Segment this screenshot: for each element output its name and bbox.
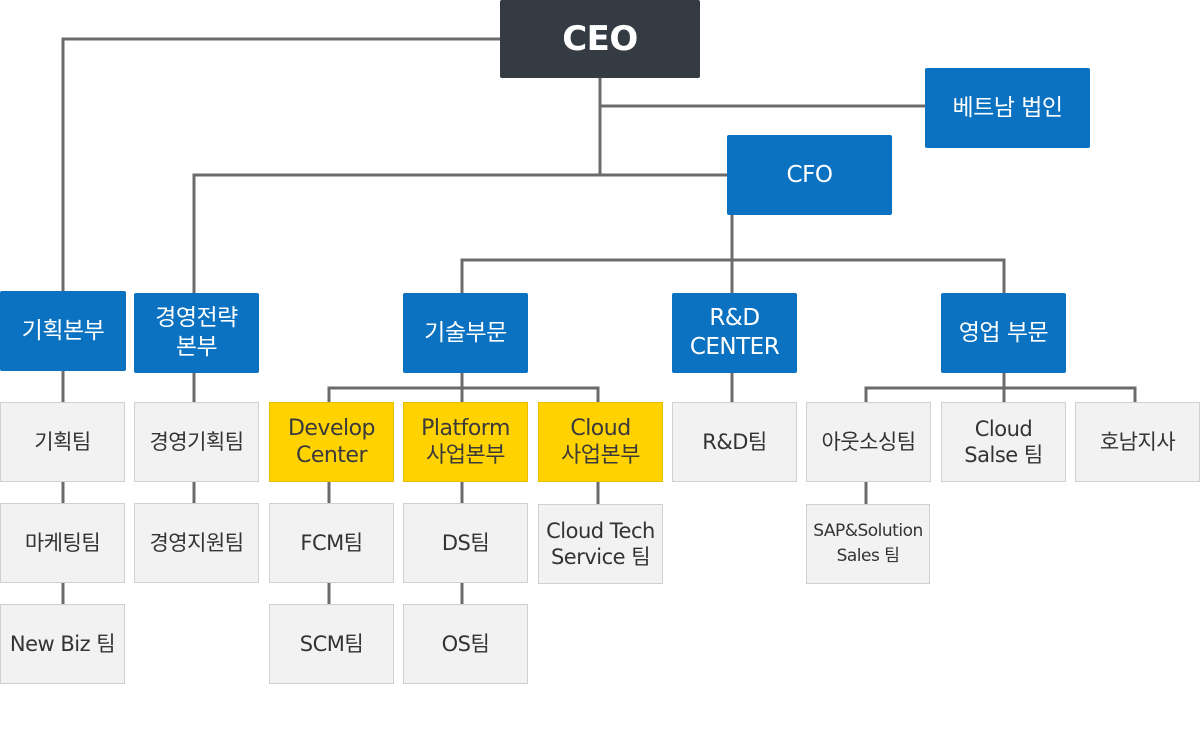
unit-node: Develop Center bbox=[269, 402, 394, 482]
team-node: SCM팀 bbox=[269, 604, 394, 684]
team-node: New Biz 팀 bbox=[0, 604, 125, 684]
team-node: 경영기획팀 bbox=[134, 402, 259, 482]
strategy-division-node: 경영전략 본부 bbox=[134, 293, 259, 373]
team-node: 호남지사 bbox=[1075, 402, 1200, 482]
planning-division-node: 기획본부 bbox=[0, 291, 126, 371]
team-node: OS팀 bbox=[403, 604, 528, 684]
cfo-node: CFO bbox=[727, 135, 892, 215]
sales-division-node: 영업 부문 bbox=[941, 293, 1066, 373]
team-node: 아웃소싱팀 bbox=[806, 402, 931, 482]
team-node: SAP&Solution Sales 팀 bbox=[806, 504, 930, 584]
tech-division-node: 기술부문 bbox=[403, 293, 528, 373]
team-node: Cloud Salse 팀 bbox=[941, 402, 1066, 482]
team-node: Cloud Tech Service 팀 bbox=[538, 504, 663, 584]
team-node: DS팀 bbox=[403, 503, 528, 583]
team-node: 기획팀 bbox=[0, 402, 125, 482]
team-node: R&D팀 bbox=[672, 402, 797, 482]
ceo-node: CEO bbox=[500, 0, 700, 78]
unit-node: Cloud 사업본부 bbox=[538, 402, 663, 482]
vietnam-corp-node: 베트남 법인 bbox=[925, 68, 1090, 148]
team-node: 경영지원팀 bbox=[134, 503, 259, 583]
team-node: 마케팅팀 bbox=[0, 503, 125, 583]
rnd-center-node: R&D CENTER bbox=[672, 293, 797, 373]
team-node: FCM팀 bbox=[269, 503, 394, 583]
unit-node: Platform 사업본부 bbox=[403, 402, 528, 482]
